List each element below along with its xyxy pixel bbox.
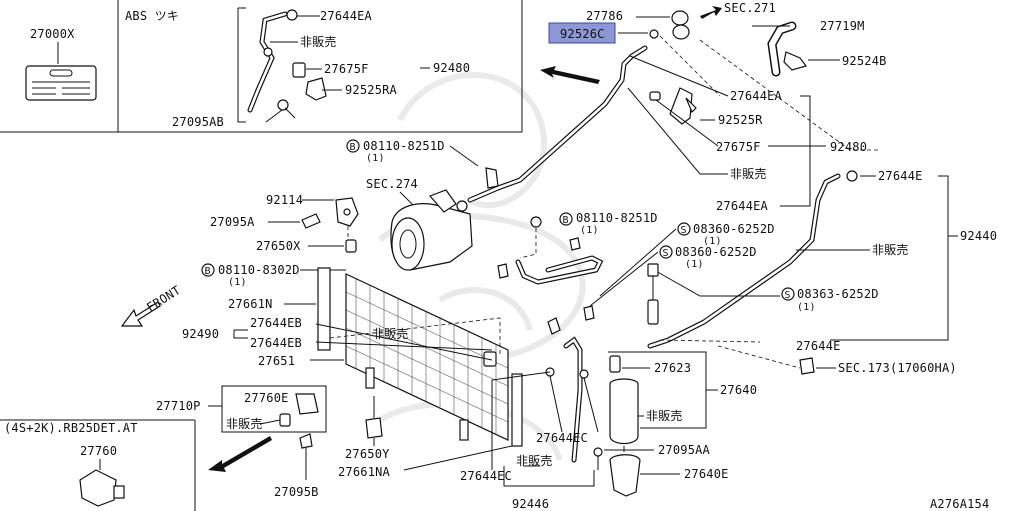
callout-92440: 92440 xyxy=(960,229,997,243)
callout-27644ea-mid: 27644EA xyxy=(716,199,769,213)
callout-08110-8251d-b: 08110-8251D xyxy=(576,211,658,225)
callout-27644ec-b: 27644EC xyxy=(536,431,588,445)
sensor-27710p xyxy=(208,385,327,480)
callout-hanbai-ec: 非販売 xyxy=(516,453,553,468)
callout-27644eb-a: 27644EB xyxy=(250,316,302,330)
ec-leaders xyxy=(491,371,599,470)
callout-08360-6252d-a: 08360-6252D xyxy=(693,222,775,236)
callout-08360-6252d-b-qty: (1) xyxy=(685,259,704,270)
callout-92524b: 92524B xyxy=(842,54,887,68)
callout-08110-8302d-qty: (1) xyxy=(228,277,247,288)
inset-27000x: 27000X xyxy=(25,27,97,101)
callout-92490: 92490 xyxy=(182,327,219,341)
callout-27710p: 27710P xyxy=(156,399,201,413)
condenser xyxy=(233,267,523,447)
label-plate-icon xyxy=(25,65,97,101)
callout-27623: 27623 xyxy=(654,361,691,375)
marker-letter: S xyxy=(785,290,791,301)
callout-27644ea-top: 27644EA xyxy=(320,9,373,23)
callout-27675f-top: 27675F xyxy=(324,62,369,76)
marker-letter: S xyxy=(663,248,669,259)
callout-92480-r: 92480 xyxy=(830,140,867,154)
callout-27661na: 27661NA xyxy=(338,465,391,479)
label-front: FRONT xyxy=(144,283,183,315)
callout-27650x: 27650X xyxy=(256,239,301,253)
callout-27095ab: 27095AB xyxy=(172,115,224,129)
callout-27786: 27786 xyxy=(586,9,623,23)
callout-27760e: 27760E xyxy=(244,391,289,405)
callout-sec271: SEC.271 xyxy=(724,1,776,15)
callout-27095aa: 27095AA xyxy=(658,443,711,457)
callout-92446: 92446 xyxy=(512,497,549,511)
callout-08110-8302d: 08110-8302D xyxy=(218,263,300,277)
marker-letter: B xyxy=(350,142,356,153)
bracket-92114 xyxy=(268,197,359,253)
callout-hanbai-27710: 非販売 xyxy=(226,416,263,431)
callout-27661n: 27661N xyxy=(228,297,273,311)
callout-27640: 27640 xyxy=(720,383,757,397)
side-seal-27661na xyxy=(511,373,523,447)
callout-08110-8251d-a: 08110-8251D xyxy=(363,139,445,153)
callout-hanbai-92440: 非販売 xyxy=(872,242,909,257)
callout-27644e-mid: 27644E xyxy=(796,339,841,353)
callout-hanbai-r: 非販売 xyxy=(730,166,767,181)
abs-inset-parts xyxy=(237,7,430,123)
marker-letter: B xyxy=(563,215,569,226)
label-27000x: 27000X xyxy=(30,27,75,41)
callout-08110-8251d-b-qty: (1) xyxy=(580,225,599,236)
label-27760: 27760 xyxy=(80,444,117,458)
callout-27095a: 27095A xyxy=(210,215,255,229)
top-right-parts xyxy=(467,6,880,207)
callout-27644ea-r: 27644EA xyxy=(730,89,783,103)
callout-27640e: 27640E xyxy=(684,467,729,481)
callout-08363-6252d-qty: (1) xyxy=(797,302,816,313)
abs-inset-title: ABS ツキ xyxy=(125,9,179,23)
callout-27675f-r: 27675F xyxy=(716,140,761,154)
direction-arrow xyxy=(208,436,272,472)
inset-27760: (4S+2K).RB25DET.AT 27760 xyxy=(4,421,138,507)
pipe-92440 xyxy=(647,170,958,375)
sensor-27760-icon xyxy=(79,469,117,507)
highlight-92526c xyxy=(548,22,616,44)
callout-hanbai-top: 非販売 xyxy=(300,34,337,49)
callout-27719m: 27719M xyxy=(820,19,865,33)
bolt-08363: S xyxy=(647,263,795,325)
diagram-id: A276A154 xyxy=(930,497,989,511)
callout-sec173: SEC.173(17060HA) xyxy=(838,361,957,375)
callout-08363-6252d: 08363-6252D xyxy=(797,287,879,301)
compressor: SEC.274 xyxy=(366,177,473,271)
side-seal-27661n xyxy=(317,267,331,351)
callout-27644eb-b: 27644EB xyxy=(250,336,302,350)
callout-27095b: 27095B xyxy=(274,485,319,499)
callout-27644ec-a: 27644EC xyxy=(460,469,512,483)
callout-08360-6252d-a-qty: (1) xyxy=(703,236,722,247)
marker-letter: S xyxy=(681,225,687,236)
callout-hanbai-92490: 非販売 xyxy=(372,326,409,341)
callout-27650y: 27650Y xyxy=(345,447,390,461)
callout-08360-6252d-b: 08360-6252D xyxy=(675,245,757,259)
front-arrow: FRONT xyxy=(120,283,183,327)
callout-92525ra: 92525RA xyxy=(345,83,398,97)
callout-hanbai-27640: 非販売 xyxy=(646,408,683,423)
callout-92114: 92114 xyxy=(266,193,303,207)
callout-27651: 27651 xyxy=(258,354,295,368)
marker-letter: B xyxy=(205,266,211,277)
callout-92525r: 92525R xyxy=(718,113,763,127)
inset-frames xyxy=(0,0,523,511)
bolt-08110-a: B xyxy=(346,139,499,189)
engine-note: (4S+2K).RB25DET.AT xyxy=(4,421,138,435)
center-hose: B S S xyxy=(497,212,691,463)
callout-92526c: 92526C xyxy=(560,27,605,41)
callout-sec274: SEC.274 xyxy=(366,177,418,191)
callout-92480-top: 92480 xyxy=(433,61,470,75)
callout-27644e-r: 27644E xyxy=(878,169,923,183)
callout-08110-8251d-a-qty: (1) xyxy=(366,153,385,164)
receiver-drier xyxy=(503,351,718,497)
lower-seal-leaders xyxy=(365,396,513,471)
